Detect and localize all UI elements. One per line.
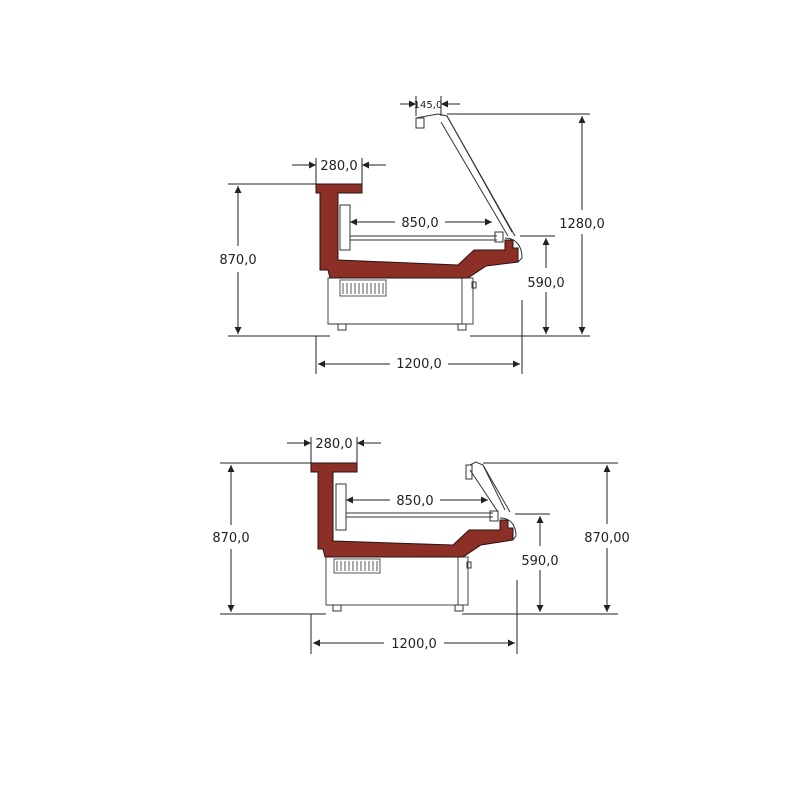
dim-overall-height-2: 870,0 <box>212 462 326 615</box>
open-lid-view: 145,0 280,0 850,0 870,0 1280,0 <box>219 96 605 374</box>
dim-counter-height: 590,0 <box>520 235 565 337</box>
dim-top-depth: 280,0 <box>292 158 386 184</box>
label-counter-height-2: 590,0 <box>521 554 558 569</box>
inner-trays-2 <box>335 483 517 541</box>
dim-top-depth-2: 280,0 <box>287 437 381 463</box>
label-overall-height: 870,0 <box>219 253 256 268</box>
label-inner-depth-2: 850,0 <box>396 494 433 509</box>
dim-inner-depth: 850,0 <box>350 216 492 231</box>
cabinet-body-2 <box>325 556 472 612</box>
label-top-depth: 280,0 <box>320 159 357 174</box>
display-frame-2 <box>310 462 514 558</box>
label-counter-height: 590,0 <box>527 276 564 291</box>
ventilation-grille <box>339 279 387 297</box>
dim-right-height-2: 870,00 <box>462 462 630 615</box>
dim-counter-height-2: 590,0 <box>515 513 559 615</box>
dim-lid-offset: 145,0 <box>400 96 460 116</box>
dim-overall-height: 870,0 <box>219 183 330 337</box>
inner-trays <box>339 204 523 263</box>
glass-lid-open <box>415 113 516 237</box>
dim-open-height: 1280,0 <box>447 113 605 337</box>
label-top-depth-2: 280,0 <box>315 437 352 452</box>
dim-overall-width-2: 1200,0 <box>310 580 518 654</box>
label-overall-height-2: 870,0 <box>212 531 249 546</box>
dim-overall-width: 1200,0 <box>315 300 523 374</box>
label-open-height: 1280,0 <box>559 217 605 232</box>
label-lid-offset: 145,0 <box>414 100 443 111</box>
ventilation-grille-2 <box>333 558 381 574</box>
label-inner-depth: 850,0 <box>401 216 438 231</box>
cabinet-body <box>327 277 477 331</box>
display-frame <box>315 183 519 279</box>
label-overall-width-2: 1200,0 <box>391 637 437 652</box>
closed-lid-view: 280,0 850,0 870,0 870,00 590,0 <box>212 437 630 654</box>
dim-inner-depth-2: 850,0 <box>346 494 488 509</box>
label-right-height-2: 870,00 <box>584 531 630 546</box>
label-overall-width: 1200,0 <box>396 357 442 372</box>
glass-lid-closed <box>465 461 511 513</box>
